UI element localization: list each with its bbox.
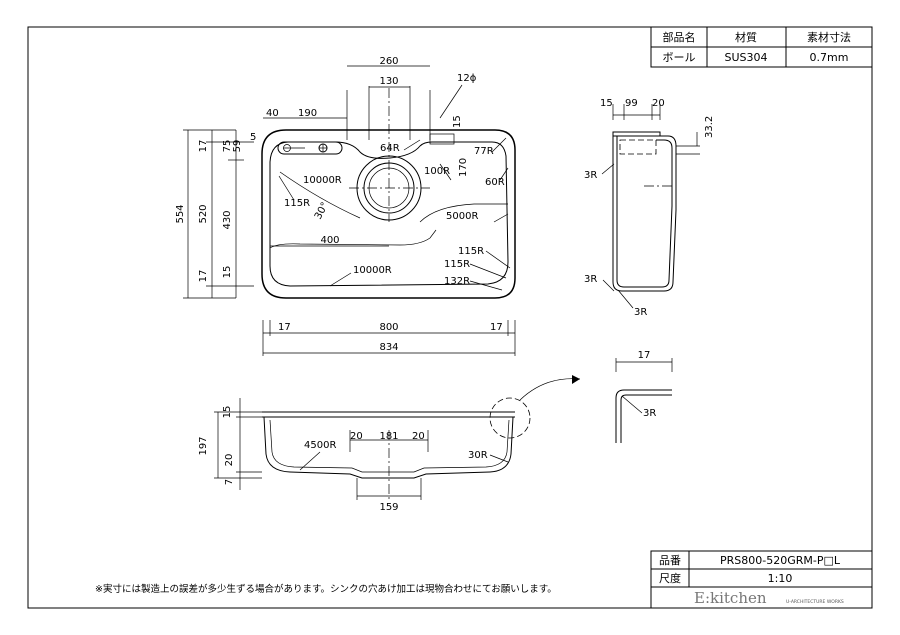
dim-190: 190 [298, 108, 317, 119]
brand-logo: E:kitchen [694, 589, 767, 607]
side-view: 15 99 20 33.2 3R 3R 3R [584, 98, 715, 318]
side-dim-99: 99 [625, 98, 638, 109]
dim-15-top: 15 [452, 115, 463, 128]
title-label-scale: 尺度 [659, 571, 681, 585]
dim-59: 59 [232, 140, 243, 153]
dim-40: 40 [266, 108, 279, 119]
dim-17-top: 17 [198, 140, 209, 153]
radius-64: 64R [380, 143, 400, 154]
dim-5: 5 [250, 132, 256, 143]
dim-520: 520 [198, 204, 209, 223]
side-dim-20: 20 [652, 98, 665, 109]
radius-132: 132R [444, 276, 470, 287]
radius-10000-bottom: 10000R [353, 265, 392, 276]
radius-10000-top: 10000R [303, 175, 342, 186]
material-name: SUS304 [724, 51, 767, 64]
footnote: ※実寸には製造上の誤差が多少生ずる場合があります。シンクの穴あけ加工は現物合わせ… [95, 583, 557, 595]
angle-30: 30° [313, 201, 331, 222]
material-part: ボール [663, 51, 696, 64]
material-table: 部品名 材質 素材寸法 ボール SUS304 0.7mm [650, 26, 873, 68]
side-radius-3-top: 3R [584, 170, 597, 181]
section-dim-197: 197 [198, 436, 209, 455]
bowl-inner-edge [269, 141, 509, 287]
detail-profile [615, 389, 672, 443]
sheet-border [27, 26, 873, 609]
side-dim-33: 33.2 [704, 116, 715, 138]
radius-115-a: 115R [458, 246, 484, 257]
dim-130: 130 [379, 76, 398, 87]
detail-callout-circle [489, 397, 531, 439]
side-profile-outer [612, 132, 677, 292]
title-label-product: 品番 [659, 554, 681, 567]
side-radius-3-mid: 3R [584, 274, 597, 285]
dim-400: 400 [320, 235, 339, 246]
dim-17-left: 17 [278, 322, 291, 333]
dim-554: 554 [175, 204, 186, 223]
dim-260: 260 [379, 56, 398, 67]
section-profile [262, 411, 515, 479]
dim-17-bottom: 17 [198, 270, 209, 283]
side-radius-3-bottom: 3R [634, 307, 647, 318]
material-header-part: 部品名 [663, 30, 696, 44]
dim-800: 800 [379, 322, 398, 333]
section-dim-20-right: 20 [412, 431, 425, 442]
section-view: 159 20 181 20 4500R 30R 15 197 20 7 [198, 375, 581, 513]
section-dim-20: 20 [224, 454, 235, 467]
dim-834: 834 [379, 342, 398, 353]
radius-170: 170 [458, 158, 469, 177]
brand-subtitle: U-ARCHITECTURE WORKS [786, 599, 844, 605]
dim-430: 430 [222, 210, 233, 229]
section-radius-30: 30R [468, 450, 488, 461]
section-dim-159: 159 [379, 502, 398, 513]
product-number: PRS800-520GRM-P□L [720, 554, 841, 567]
faucet-slot [277, 141, 343, 155]
section-radius-4500: 4500R [304, 440, 336, 451]
section-dim-7: 7 [224, 479, 235, 485]
detail-view: 17 3R [615, 350, 673, 443]
dim-17-right: 17 [490, 322, 503, 333]
title-block: 品番 PRS800-520GRM-P□L 尺度 1:10 E:kitchen U… [650, 550, 873, 609]
radius-115-b: 115R [444, 259, 470, 270]
section-dim-15: 15 [222, 406, 233, 419]
bowl-outer-rim [261, 129, 516, 299]
detail-radius-3: 3R [643, 408, 656, 419]
radius-115-left: 115R [284, 198, 310, 209]
dim-12-dia: 12ϕ [457, 73, 477, 84]
dim-75: 75 [222, 140, 233, 153]
scale-value: 1:10 [768, 572, 793, 585]
section-dim-20-left: 20 [350, 431, 363, 442]
top-view: 260 130 12ϕ 40 190 5 15 554 520 430 17 7… [175, 56, 516, 356]
radius-77: 77R [474, 146, 494, 157]
section-dim-181: 181 [379, 431, 398, 442]
radius-5000: 5000R [446, 211, 478, 222]
detail-dim-17: 17 [638, 350, 651, 361]
material-header-size: 素材寸法 [807, 30, 851, 44]
material-thickness: 0.7mm [810, 51, 849, 64]
material-header-material: 材質 [735, 30, 757, 44]
dim-15-bottom: 15 [222, 266, 233, 279]
radius-60: 60R [485, 177, 505, 188]
radius-100: 100R [424, 166, 450, 177]
side-dim-15: 15 [600, 98, 613, 109]
